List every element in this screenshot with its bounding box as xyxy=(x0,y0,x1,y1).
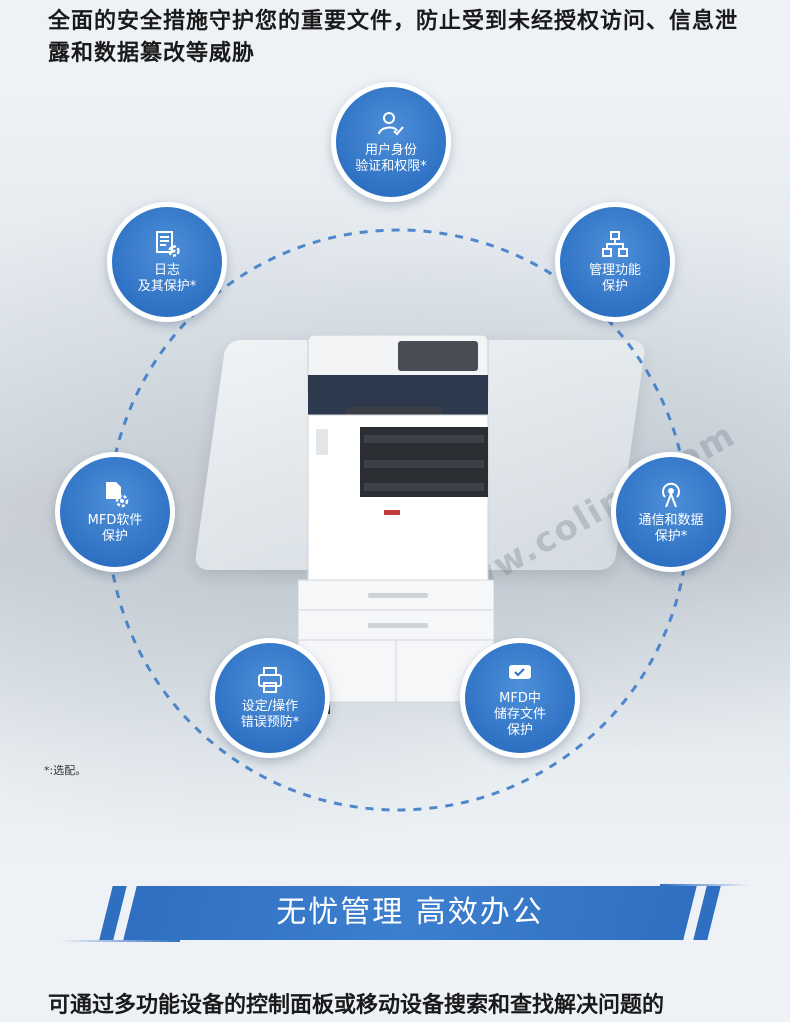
body-text: 可通过多功能设备的控制面板或移动设备搜索和查找解决问题的 xyxy=(48,993,665,1018)
node-label: 设定/操作 错误预防* xyxy=(240,699,300,730)
banner-slash-right xyxy=(693,886,721,940)
security-diagram: 科力普 www.colipu.com 用户身份 验证和权限* xyxy=(0,82,790,870)
banner-slash-left xyxy=(99,886,127,940)
node-communication-protection: 通信和数据 保护* xyxy=(611,452,731,572)
banner-line-left xyxy=(60,940,180,942)
node-error-prevention: 设定/操作 错误预防* xyxy=(210,638,330,758)
banner-title: 无忧管理 高效办公 xyxy=(276,895,544,930)
printer-icon xyxy=(258,667,282,693)
footnote: *:选配。 xyxy=(44,764,87,777)
node-label: MFD软件 保护 xyxy=(87,513,143,544)
hierarchy-icon xyxy=(602,231,628,257)
user-check-icon xyxy=(378,112,404,136)
log-gear-icon xyxy=(156,231,180,257)
section-banner: 无忧管理 高效办公 xyxy=(60,880,750,946)
node-user-authentication: 用户身份 验证和权限* xyxy=(331,82,451,202)
node-label: 通信和数据 保护* xyxy=(638,513,704,544)
node-log-protection: 日志 及其保护* xyxy=(107,202,227,322)
intro-text: 全面的安全措施守护您的重要文件，防止受到未经授权访问、信息泄露和数据篡改等威胁 xyxy=(48,9,739,66)
node-management-protection: 管理功能 保护 xyxy=(555,202,675,322)
node-software-protection: MFD软件 保护 xyxy=(55,452,175,572)
node-label: MFD中 储存文件 保护 xyxy=(493,691,546,738)
node-label: 用户身份 验证和权限* xyxy=(355,143,427,174)
banner-line-right xyxy=(660,884,750,886)
node-stored-file-protection: MFD中 储存文件 保护 xyxy=(460,638,580,758)
node-label: 日志 及其保护* xyxy=(137,263,197,294)
file-gear-icon xyxy=(106,482,129,508)
printer-illustration xyxy=(298,335,494,714)
broadcast-icon xyxy=(662,482,680,508)
hard-drive-icon xyxy=(509,665,531,679)
node-label: 管理功能 保护 xyxy=(588,263,641,294)
